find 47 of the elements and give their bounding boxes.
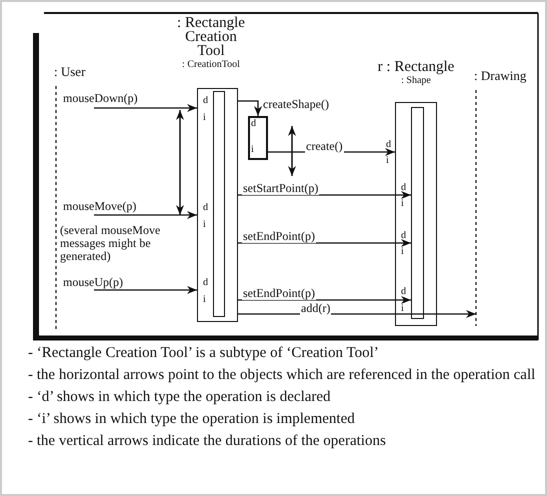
marker-letter: d — [401, 183, 406, 193]
marker-letter: d — [203, 203, 208, 213]
marker-letter: i — [203, 295, 206, 305]
message-arrow — [94, 104, 197, 112]
marker-letter: i — [386, 156, 389, 166]
message-arrow — [238, 239, 411, 247]
object-name: r : Rectangle — [376, 60, 456, 74]
message-label: createShape() — [262, 98, 330, 111]
message-arrow — [238, 191, 411, 199]
object-name: : Rectangle Creation Tool — [176, 16, 246, 58]
marker-letter: i — [251, 145, 254, 155]
marker-letter: i — [203, 113, 206, 123]
message-label: setStartPoint(p) — [242, 182, 320, 195]
marker-letter: i — [401, 247, 404, 257]
activation-box — [248, 116, 268, 160]
message-label: setEndPoint(p) — [242, 230, 316, 243]
marker-letter: i — [401, 199, 404, 209]
message-label: add(r) — [300, 302, 332, 315]
marker-letter: d — [401, 231, 406, 241]
note-text: - the vertical arrows indicate the durations of the operations — [28, 432, 387, 451]
marker-letter: d — [203, 96, 208, 106]
marker-letter: d — [386, 140, 391, 150]
object-name: : User — [54, 64, 86, 80]
message-label: mouseDown(p) — [62, 92, 139, 105]
note-text: - ‘Rectangle Creation Tool’ is a subtype of ‘Creation Tool’ — [28, 344, 380, 363]
message-arrow — [94, 211, 197, 219]
note-text: - ‘i’ shows in which type the operation is implemented — [28, 410, 356, 429]
marker-letter: d — [251, 119, 256, 129]
message-arrow — [94, 286, 197, 294]
note-text: - ‘d’ shows in which type the operation is declared — [28, 388, 332, 407]
object-type: : CreationTool — [181, 58, 241, 71]
object-name: : Drawing — [474, 68, 526, 84]
object-type: : Shape — [400, 74, 432, 87]
message-arrow — [238, 296, 411, 304]
marker-letter: d — [401, 287, 406, 297]
message-label: create() — [305, 140, 344, 153]
marker-letter: i — [203, 220, 206, 230]
note-text: (several mouseMove messages might be generated) — [60, 224, 162, 263]
marker-letter: i — [401, 304, 404, 314]
message-label: mouseUp(p) — [62, 276, 124, 289]
note-text: - the horizontal arrows point to the objects which are referenced in the operation call — [28, 366, 536, 385]
message-label: setEndPoint(p) — [242, 287, 316, 300]
message-arrow — [238, 100, 262, 116]
activation-bar — [411, 107, 424, 319]
marker-letter: d — [203, 278, 208, 288]
activation-bar — [213, 91, 225, 317]
message-label: mouseMove(p) — [62, 200, 138, 213]
